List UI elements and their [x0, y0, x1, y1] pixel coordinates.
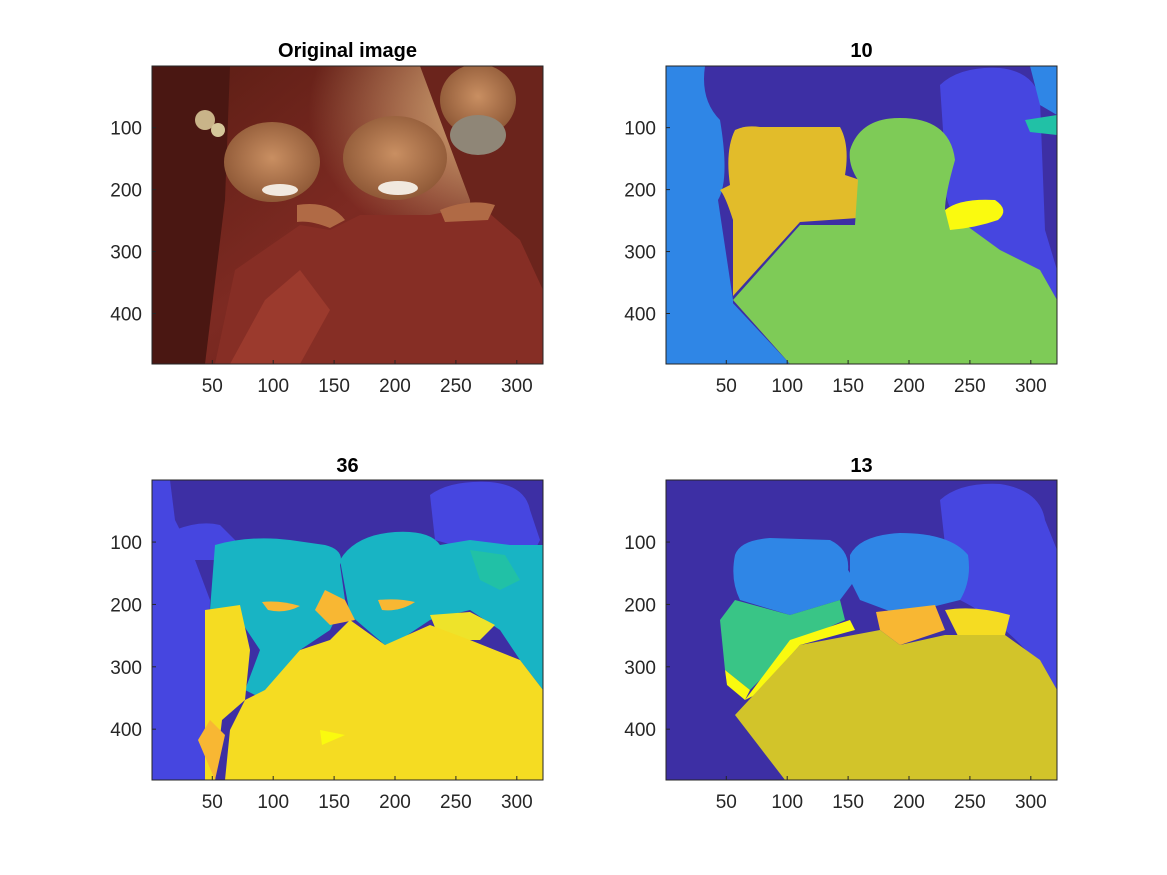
- y-tick-label: 300: [110, 243, 142, 264]
- x-tick-label: 50: [716, 792, 737, 813]
- axes-frame: [665, 65, 1058, 365]
- y-tick-label: 400: [624, 305, 656, 326]
- x-tick-label: 150: [832, 376, 864, 397]
- y-tick-label: 300: [110, 658, 142, 679]
- y-tick-label: 100: [624, 533, 656, 554]
- plot-title: Original image: [278, 40, 417, 62]
- y-tick-label: 400: [624, 720, 656, 741]
- y-tick-label: 200: [624, 595, 656, 616]
- tick-layer: 50 100 150 200 250 300 100 200 300 400 50 100 150 200…: [110, 119, 1046, 813]
- x-tick-label: 200: [893, 792, 925, 813]
- plot-title: 36: [336, 455, 358, 477]
- panel-segmentation-10: 10: [665, 40, 1058, 365]
- x-tick-label: 200: [893, 376, 925, 397]
- y-tick-label: 100: [624, 119, 656, 140]
- x-tick-label: 300: [1015, 376, 1047, 397]
- y-tick-label: 200: [624, 181, 656, 202]
- y-tick-label: 200: [110, 595, 142, 616]
- panel-segmentation-36: 36: [151, 455, 544, 781]
- axes-frame: [151, 479, 544, 781]
- original-photo: [152, 66, 543, 364]
- x-tick-label: 200: [379, 792, 411, 813]
- x-tick-label: 50: [716, 376, 737, 397]
- x-tick-label: 250: [954, 376, 986, 397]
- x-tick-label: 50: [202, 792, 223, 813]
- x-tick-label: 100: [771, 792, 803, 813]
- x-tick-label: 150: [832, 792, 864, 813]
- x-tick-label: 250: [954, 792, 986, 813]
- x-tick-label: 100: [771, 376, 803, 397]
- x-tick-label: 150: [318, 792, 350, 813]
- y-tick-label: 200: [110, 181, 142, 202]
- y-tick-label: 100: [110, 119, 142, 140]
- y-tick-label: 400: [110, 305, 142, 326]
- x-tick-label: 300: [501, 792, 533, 813]
- segmentation-map: [666, 480, 1057, 780]
- y-tick-label: 300: [624, 243, 656, 264]
- segmentation-map: [666, 66, 1057, 364]
- x-tick-label: 300: [501, 376, 533, 397]
- segmentation-map: [152, 480, 543, 780]
- x-tick-label: 200: [379, 376, 411, 397]
- y-tick-label: 300: [624, 658, 656, 679]
- panel-segmentation-13: 13: [665, 455, 1058, 781]
- axes-frame: [151, 65, 544, 365]
- y-tick-label: 100: [110, 533, 142, 554]
- x-tick-label: 250: [440, 376, 472, 397]
- x-tick-label: 300: [1015, 792, 1047, 813]
- x-tick-label: 100: [257, 376, 289, 397]
- x-tick-label: 250: [440, 792, 472, 813]
- plot-title: 10: [850, 40, 872, 62]
- x-tick-label: 50: [202, 376, 223, 397]
- x-tick-label: 100: [257, 792, 289, 813]
- axes-frame: [665, 479, 1058, 781]
- plot-title: 13: [850, 455, 872, 477]
- y-tick-label: 400: [110, 720, 142, 741]
- panel-original-image: Original image: [151, 40, 544, 365]
- x-tick-label: 150: [318, 376, 350, 397]
